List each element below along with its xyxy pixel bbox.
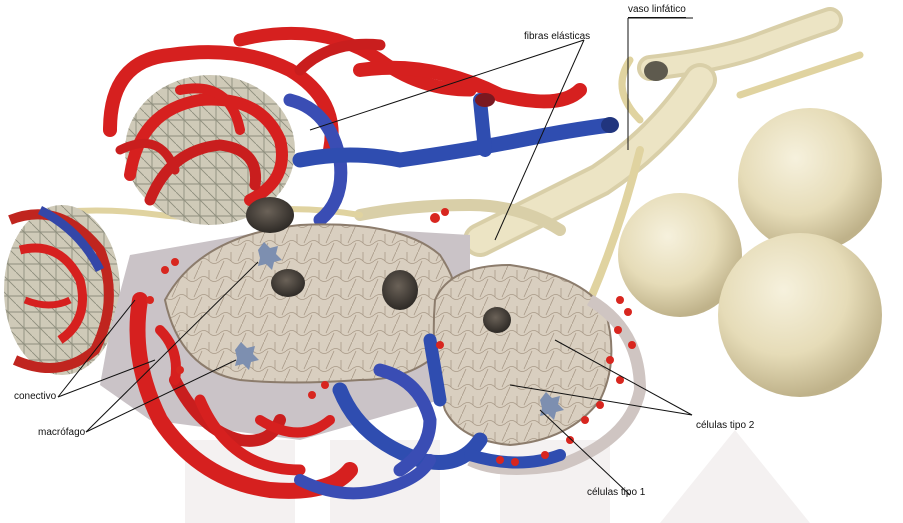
label-fibras-elasticas: fibras elásticas <box>524 31 590 43</box>
label-conectivo: conectivo <box>14 391 56 403</box>
lymph-vessel-opening <box>644 61 668 81</box>
label-celulas-tipo-2: células tipo 2 <box>696 420 754 432</box>
label-macrofago: macrófago <box>38 427 85 439</box>
left-alveolus <box>4 205 120 375</box>
label-vaso-linfatico: vaso linfático <box>628 4 686 18</box>
label-celulas-tipo-1: células tipo 1 <box>587 487 645 499</box>
right-alveolar-sac <box>434 265 640 469</box>
